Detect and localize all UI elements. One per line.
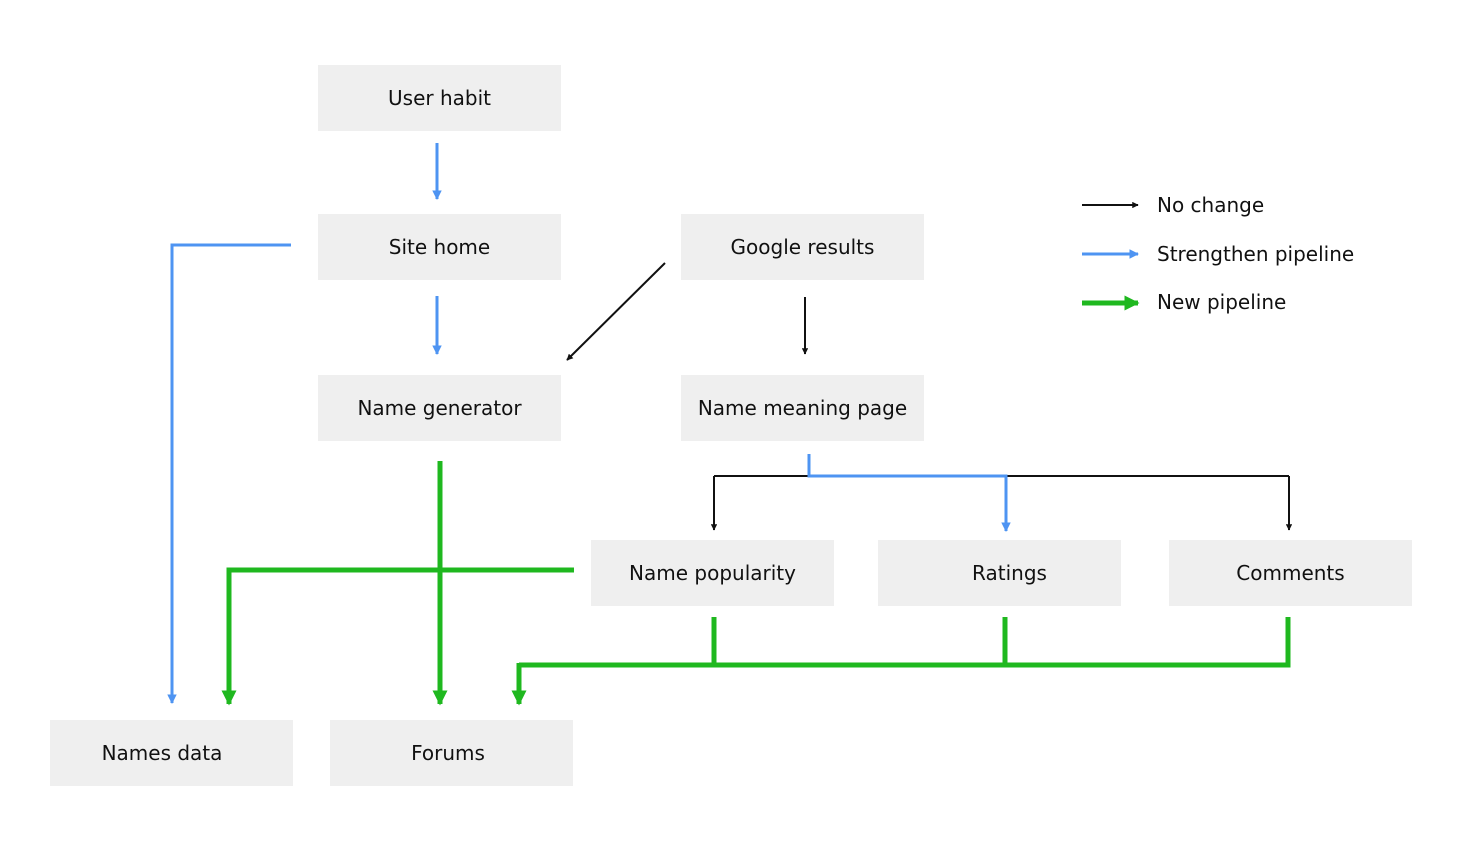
node-name-generator: Name generator	[318, 375, 561, 441]
node-site-home: Site home	[318, 214, 561, 280]
node-name-popularity: Name popularity	[591, 540, 834, 606]
node-name-generator-label: Name generator	[357, 396, 522, 420]
connector-feedback-bus	[519, 617, 1291, 668]
legend-item-strengthen-pipeline: Strengthen pipeline	[1082, 242, 1354, 266]
node-user-habit: User habit	[318, 65, 561, 131]
node-forums-label: Forums	[411, 741, 485, 765]
node-google-results-label: Google results	[731, 235, 875, 259]
node-ratings-label: Ratings	[972, 561, 1047, 585]
node-google-results: Google results	[681, 214, 924, 280]
connectors	[167, 143, 1293, 706]
legend-label-strengthen-pipeline: Strengthen pipeline	[1157, 242, 1354, 266]
node-forums: Forums	[330, 720, 573, 786]
arrow-name-popularity-to-names-data	[221, 567, 574, 706]
node-comments-label: Comments	[1236, 561, 1344, 585]
arrow-google-results-to-name-generator	[566, 262, 666, 361]
arrow-site-home-to-names-data	[167, 243, 291, 704]
legend-label-new-pipeline: New pipeline	[1157, 290, 1286, 314]
legend-label-no-change: No change	[1157, 193, 1264, 217]
legend: No change Strengthen pipeline New pipeli…	[1082, 193, 1354, 314]
node-names-data-label: Names data	[102, 741, 223, 765]
node-name-meaning-page: Name meaning page	[681, 375, 924, 441]
legend-item-new-pipeline: New pipeline	[1082, 290, 1286, 314]
node-site-home-label: Site home	[389, 235, 490, 259]
node-ratings: Ratings	[878, 540, 1121, 606]
node-user-habit-label: User habit	[388, 86, 491, 110]
node-names-data: Names data	[50, 720, 293, 786]
legend-item-no-change: No change	[1082, 193, 1264, 217]
node-name-popularity-label: Name popularity	[629, 561, 796, 585]
node-name-meaning-page-label: Name meaning page	[698, 396, 907, 420]
arrow-meaning-to-ratings	[807, 454, 1011, 532]
node-comments: Comments	[1169, 540, 1412, 606]
